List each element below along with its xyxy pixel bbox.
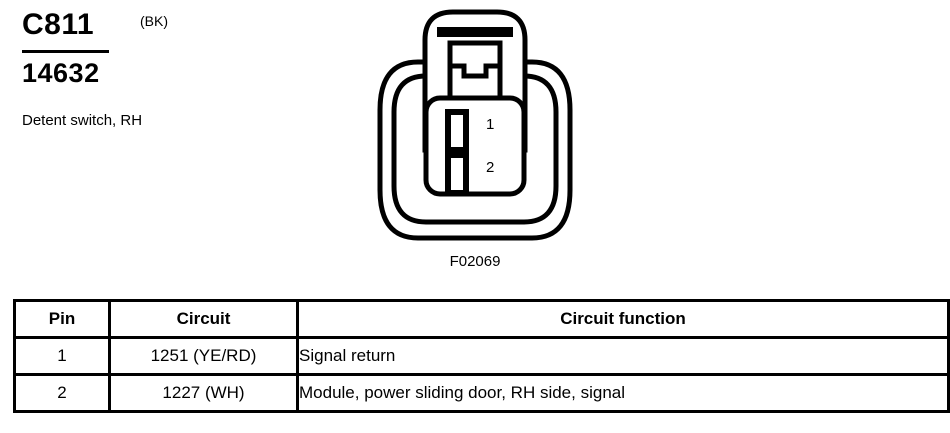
connector-latch-notch-step xyxy=(450,63,500,79)
table-row: 1 1251 (YE/RD) Signal return xyxy=(13,336,950,376)
pin-cell-1: 1 xyxy=(13,336,111,376)
connector-figure: 1 2 F02069 xyxy=(370,0,580,285)
connector-cavity-block xyxy=(423,95,527,197)
pin-table-header-circuit-function: Circuit function xyxy=(296,299,950,339)
circuit-cell-1: 1251 (YE/RD) xyxy=(108,336,299,376)
connector-part-number: 14632 xyxy=(22,58,100,88)
pin-table: Pin Circuit Circuit function 1 1251 (YE/… xyxy=(13,299,950,413)
pin-table-container: Pin Circuit Circuit function 1 1251 (YE/… xyxy=(13,299,950,413)
connector-face-diagram xyxy=(377,9,573,241)
pin-table-head: Pin Circuit Circuit function xyxy=(13,299,950,339)
table-row: 2 1227 (WH) Module, power sliding door, … xyxy=(13,373,950,413)
pin-cell-2: 2 xyxy=(13,373,111,413)
pin-table-body: 1 1251 (YE/RD) Signal return 2 1227 (WH)… xyxy=(13,336,950,413)
connector-pin-label-2: 2 xyxy=(486,159,495,176)
circuit-cell-2: 1227 (WH) xyxy=(108,373,299,413)
connector-pin-cavity-1 xyxy=(445,109,469,153)
connector-pin-label-1: 1 xyxy=(486,116,495,133)
function-cell-1: Signal return xyxy=(296,336,950,376)
header-divider-rule xyxy=(22,50,109,53)
connector-latch-notch xyxy=(447,40,503,101)
connector-header-block: C811 (BK) 14632 Detent switch, RH xyxy=(0,0,340,150)
pin-table-header-row: Pin Circuit Circuit function xyxy=(13,299,950,339)
function-cell-2: Module, power sliding door, RH side, sig… xyxy=(296,373,950,413)
connector-id: C811 xyxy=(22,8,95,41)
connector-color-code: (BK) xyxy=(140,13,168,29)
pin-table-header-pin: Pin xyxy=(13,299,111,339)
connector-pin-cavity-2 xyxy=(445,152,469,196)
connector-description: Detent switch, RH xyxy=(22,112,143,129)
connector-latch-top-bar xyxy=(437,27,513,37)
pin-table-header-circuit: Circuit xyxy=(108,299,299,339)
connector-figure-code: F02069 xyxy=(449,253,501,270)
